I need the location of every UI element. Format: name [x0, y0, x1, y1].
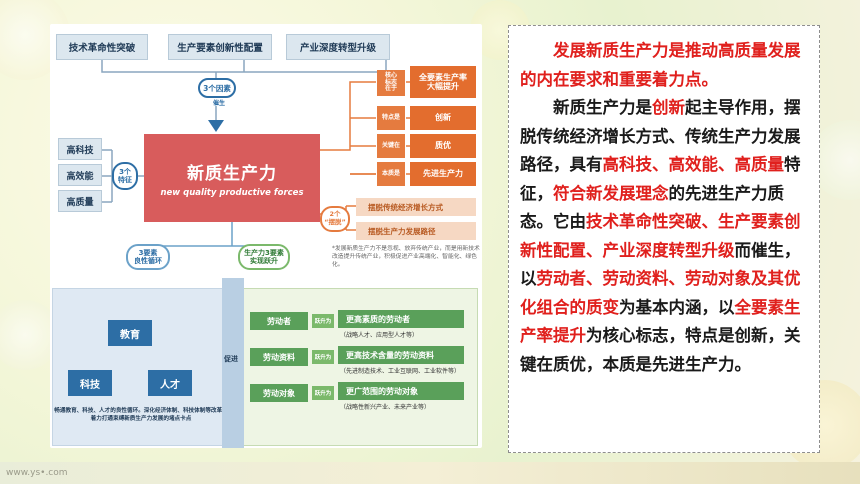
right-item: 质优	[410, 134, 476, 158]
loop-zone	[52, 288, 232, 446]
cause-tag: 产业深度转型升级	[286, 34, 390, 60]
factor-target: 更广范围的劳动对象	[338, 382, 464, 400]
right-item: 先进生产力	[410, 162, 476, 186]
loop-pill: 3要素 良性循环	[126, 244, 170, 270]
body-text: 为基本内涵，以	[619, 297, 735, 317]
body-text: 为核心标志，特点是创新，关键在质优，本质是先进生产力。	[520, 326, 801, 374]
factor-sub: （先进制造技术、工业互联网、工业软件等）	[340, 368, 461, 375]
core-title-en: new quality productive forces	[160, 187, 304, 198]
cause-tag: 生产要素创新性配置	[168, 34, 272, 60]
body-text: 而催生，以	[520, 240, 801, 289]
leap-tag: 跃升为	[312, 386, 334, 400]
promote-bar	[222, 278, 244, 448]
highlight-text: 符合新发展理念	[553, 183, 669, 203]
leap-tag: 跃升为	[312, 314, 334, 328]
body-text: 的先进生产力质态。它由	[520, 183, 784, 232]
right-item: 全要素生产率 大幅提升	[410, 66, 476, 98]
factor-sub: （战略性新兴产业、未来产业等）	[340, 404, 431, 411]
loop-node-technology: 科技	[68, 370, 112, 396]
leap-pill: 生产力3要素 实现跃升	[238, 244, 290, 270]
highlight-text: 劳动者、劳动资料、劳动对象及其优化组合的质变	[520, 269, 801, 317]
factor-name: 劳动者	[250, 312, 308, 330]
core-title-cn: 新质生产力	[187, 163, 277, 184]
factor-target: 更高素质的劳动者	[338, 310, 464, 328]
highlight-text: 高科技、高效能、高质量	[602, 155, 785, 174]
footnote: *发展新质生产力不是忽视、放弃传统产业，而是用新技术改造提升传统产业，积极促进产…	[332, 246, 480, 268]
highlight-text: 技术革命性突破、生产要素创新性配置、产业深度转型升级	[520, 212, 801, 260]
cause-tag: 技术革命性突破	[56, 34, 148, 60]
feature-box: 高质量	[58, 190, 102, 212]
infographic-panel: 技术革命性突破 生产要素创新性配置 产业深度转型升级 3个因素 催生 新质生产力…	[50, 24, 482, 448]
body-text: 起主导作用，摆脱传统经济增长方式、传统生产力发展路径，具有	[520, 98, 801, 174]
loop-node-talent: 人才	[148, 370, 192, 396]
slide-bottom-strip	[0, 462, 860, 484]
highlight-text: 全要素生产率提升	[520, 297, 801, 346]
catalyst-label: 催生	[212, 100, 225, 108]
get-rid-pill: 2个 “摆脱”	[320, 206, 350, 232]
factors-pill: 3个因素	[198, 78, 236, 98]
loop-note: 畅通教育、科技、人才的良性循环。深化经济体制、科技体制等改革，着力打通束缚新质生…	[54, 408, 228, 422]
feature-box: 高效能	[58, 164, 102, 186]
feature-box: 高科技	[58, 138, 102, 160]
factor-name: 劳动资料	[250, 348, 308, 366]
intro-paragraph: 发展新质生产力是推动高质量发展的内在要求和重要着力点。	[520, 41, 801, 89]
core-concept-box: 新质生产力 new quality productive forces	[144, 134, 320, 222]
watermark-text: www.ys•.com	[6, 468, 68, 478]
features-pill: 3个 特征	[112, 162, 138, 190]
promote-label: 促进	[224, 355, 238, 363]
get-rid-item: 摆脱传统经济增长方式	[356, 198, 476, 216]
body-paragraph: 新质生产力是创新起主导作用，摆脱传统经济增长方式、传统生产力发展路径，具有高科技…	[520, 94, 813, 379]
right-label: 本质是	[377, 162, 405, 186]
get-rid-item: 摆脱生产力发展路径	[356, 222, 476, 240]
loop-node-education: 教育	[108, 320, 152, 346]
body-text: 特征，	[520, 155, 801, 203]
highlight-text: 创新	[652, 98, 685, 117]
right-label: 关键在	[377, 134, 405, 158]
factor-target: 更高技术含量的劳动资料	[338, 346, 464, 364]
right-label: 核心 标志 在于	[377, 70, 405, 96]
body-text: 新质生产力是	[553, 98, 652, 117]
right-label: 特点是	[377, 106, 405, 130]
factor-name: 劳动对象	[250, 384, 308, 402]
leap-tag: 跃升为	[312, 350, 334, 364]
text-panel: 发展新质生产力是推动高质量发展的内在要求和重要着力点。 新质生产力是创新起主导作…	[508, 25, 820, 453]
right-item: 创新	[410, 106, 476, 130]
factor-sub: （战略人才、应用型人才等）	[340, 332, 419, 339]
